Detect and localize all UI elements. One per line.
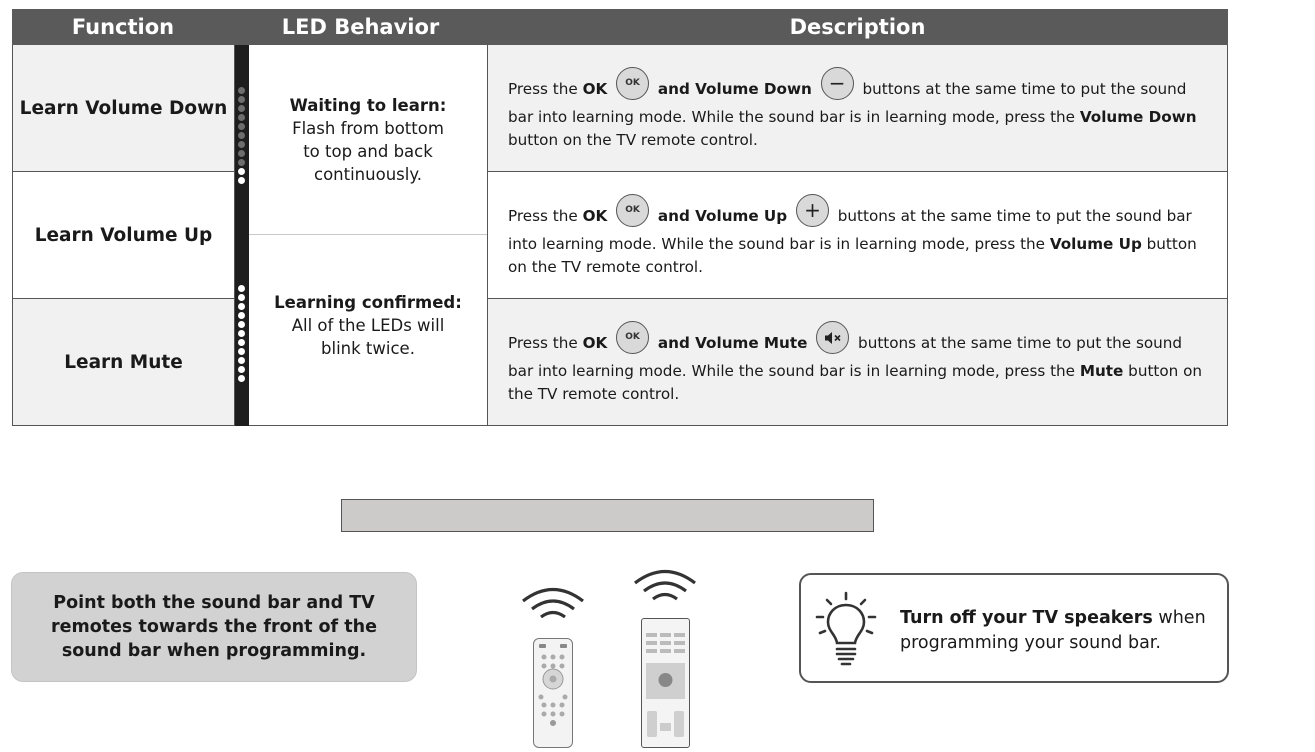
led-dot [238, 114, 245, 121]
tip-turn-off-speakers: Turn off your TV speakers when programmi… [799, 573, 1229, 683]
led-strip-graphic [235, 45, 249, 426]
plus-icon: + [795, 194, 829, 227]
led-dot [238, 96, 245, 103]
led-dot [238, 348, 245, 355]
ok-button-icon: OK [616, 321, 650, 354]
led-dot [238, 303, 245, 310]
led-dot [238, 168, 245, 175]
function-learn-volume-up: Learn Volume Up [12, 172, 235, 299]
sound-bar-graphic [341, 499, 874, 532]
led-dot [238, 339, 245, 346]
remote-icon [533, 638, 573, 748]
description-volume-up: Press the OK OK and Volume Up + buttons … [487, 172, 1228, 299]
led-dot [238, 321, 245, 328]
tip-point-remotes: Point both the sound bar and TV remotes … [11, 572, 417, 682]
wifi-signal-icon [634, 570, 696, 601]
led-dot [238, 132, 245, 139]
ok-button-icon: OK [616, 67, 650, 100]
led-dot [238, 87, 245, 94]
ok-button-icon: OK [616, 194, 650, 227]
led-dot [238, 330, 245, 337]
led-confirmed-cell: Learning confirmed: All of the LEDs will… [249, 235, 487, 426]
tip-point-remotes-text: Point both the sound bar and TV remotes … [51, 593, 377, 661]
led-dot [238, 375, 245, 382]
led-dot [238, 357, 245, 364]
led-dot [238, 366, 245, 373]
wifi-signal-icon [522, 588, 584, 619]
led-dot [238, 123, 245, 130]
led-waiting-cell: Waiting to learn: Flash from bottom to t… [249, 45, 487, 235]
led-dot [238, 150, 245, 157]
led-dot [238, 159, 245, 166]
learning-table: Function LED Behavior Description Learn … [12, 9, 1228, 426]
led-dot [238, 285, 245, 292]
header-led-behavior: LED Behavior [234, 9, 487, 45]
led-dot [238, 105, 245, 112]
led-dot [238, 294, 245, 301]
led-dot [238, 141, 245, 148]
led-waiting-title: Waiting to learn: [289, 95, 447, 115]
header-description: Description [487, 9, 1228, 45]
led-dot [238, 177, 245, 184]
lightbulb-icon [815, 591, 877, 666]
description-volume-down: Press the OK OK and Volume Down − button… [487, 45, 1228, 172]
description-mute: Press the OK OK and Volume Mute buttons … [487, 299, 1228, 426]
tip-turn-off-speakers-text: Turn off your TV speakers when programmi… [900, 608, 1206, 653]
remote-icon [641, 618, 690, 748]
led-confirmed-title: Learning confirmed: [274, 293, 462, 312]
led-waiting-text: Flash from bottom to top and back contin… [292, 118, 444, 184]
mute-icon [816, 321, 850, 354]
minus-icon: − [820, 67, 854, 100]
header-function: Function [12, 9, 234, 45]
function-learn-mute: Learn Mute [12, 299, 235, 426]
function-learn-volume-down: Learn Volume Down [12, 45, 235, 172]
led-confirmed-text: All of the LEDs will blink twice. [291, 316, 445, 358]
led-dot [238, 312, 245, 319]
